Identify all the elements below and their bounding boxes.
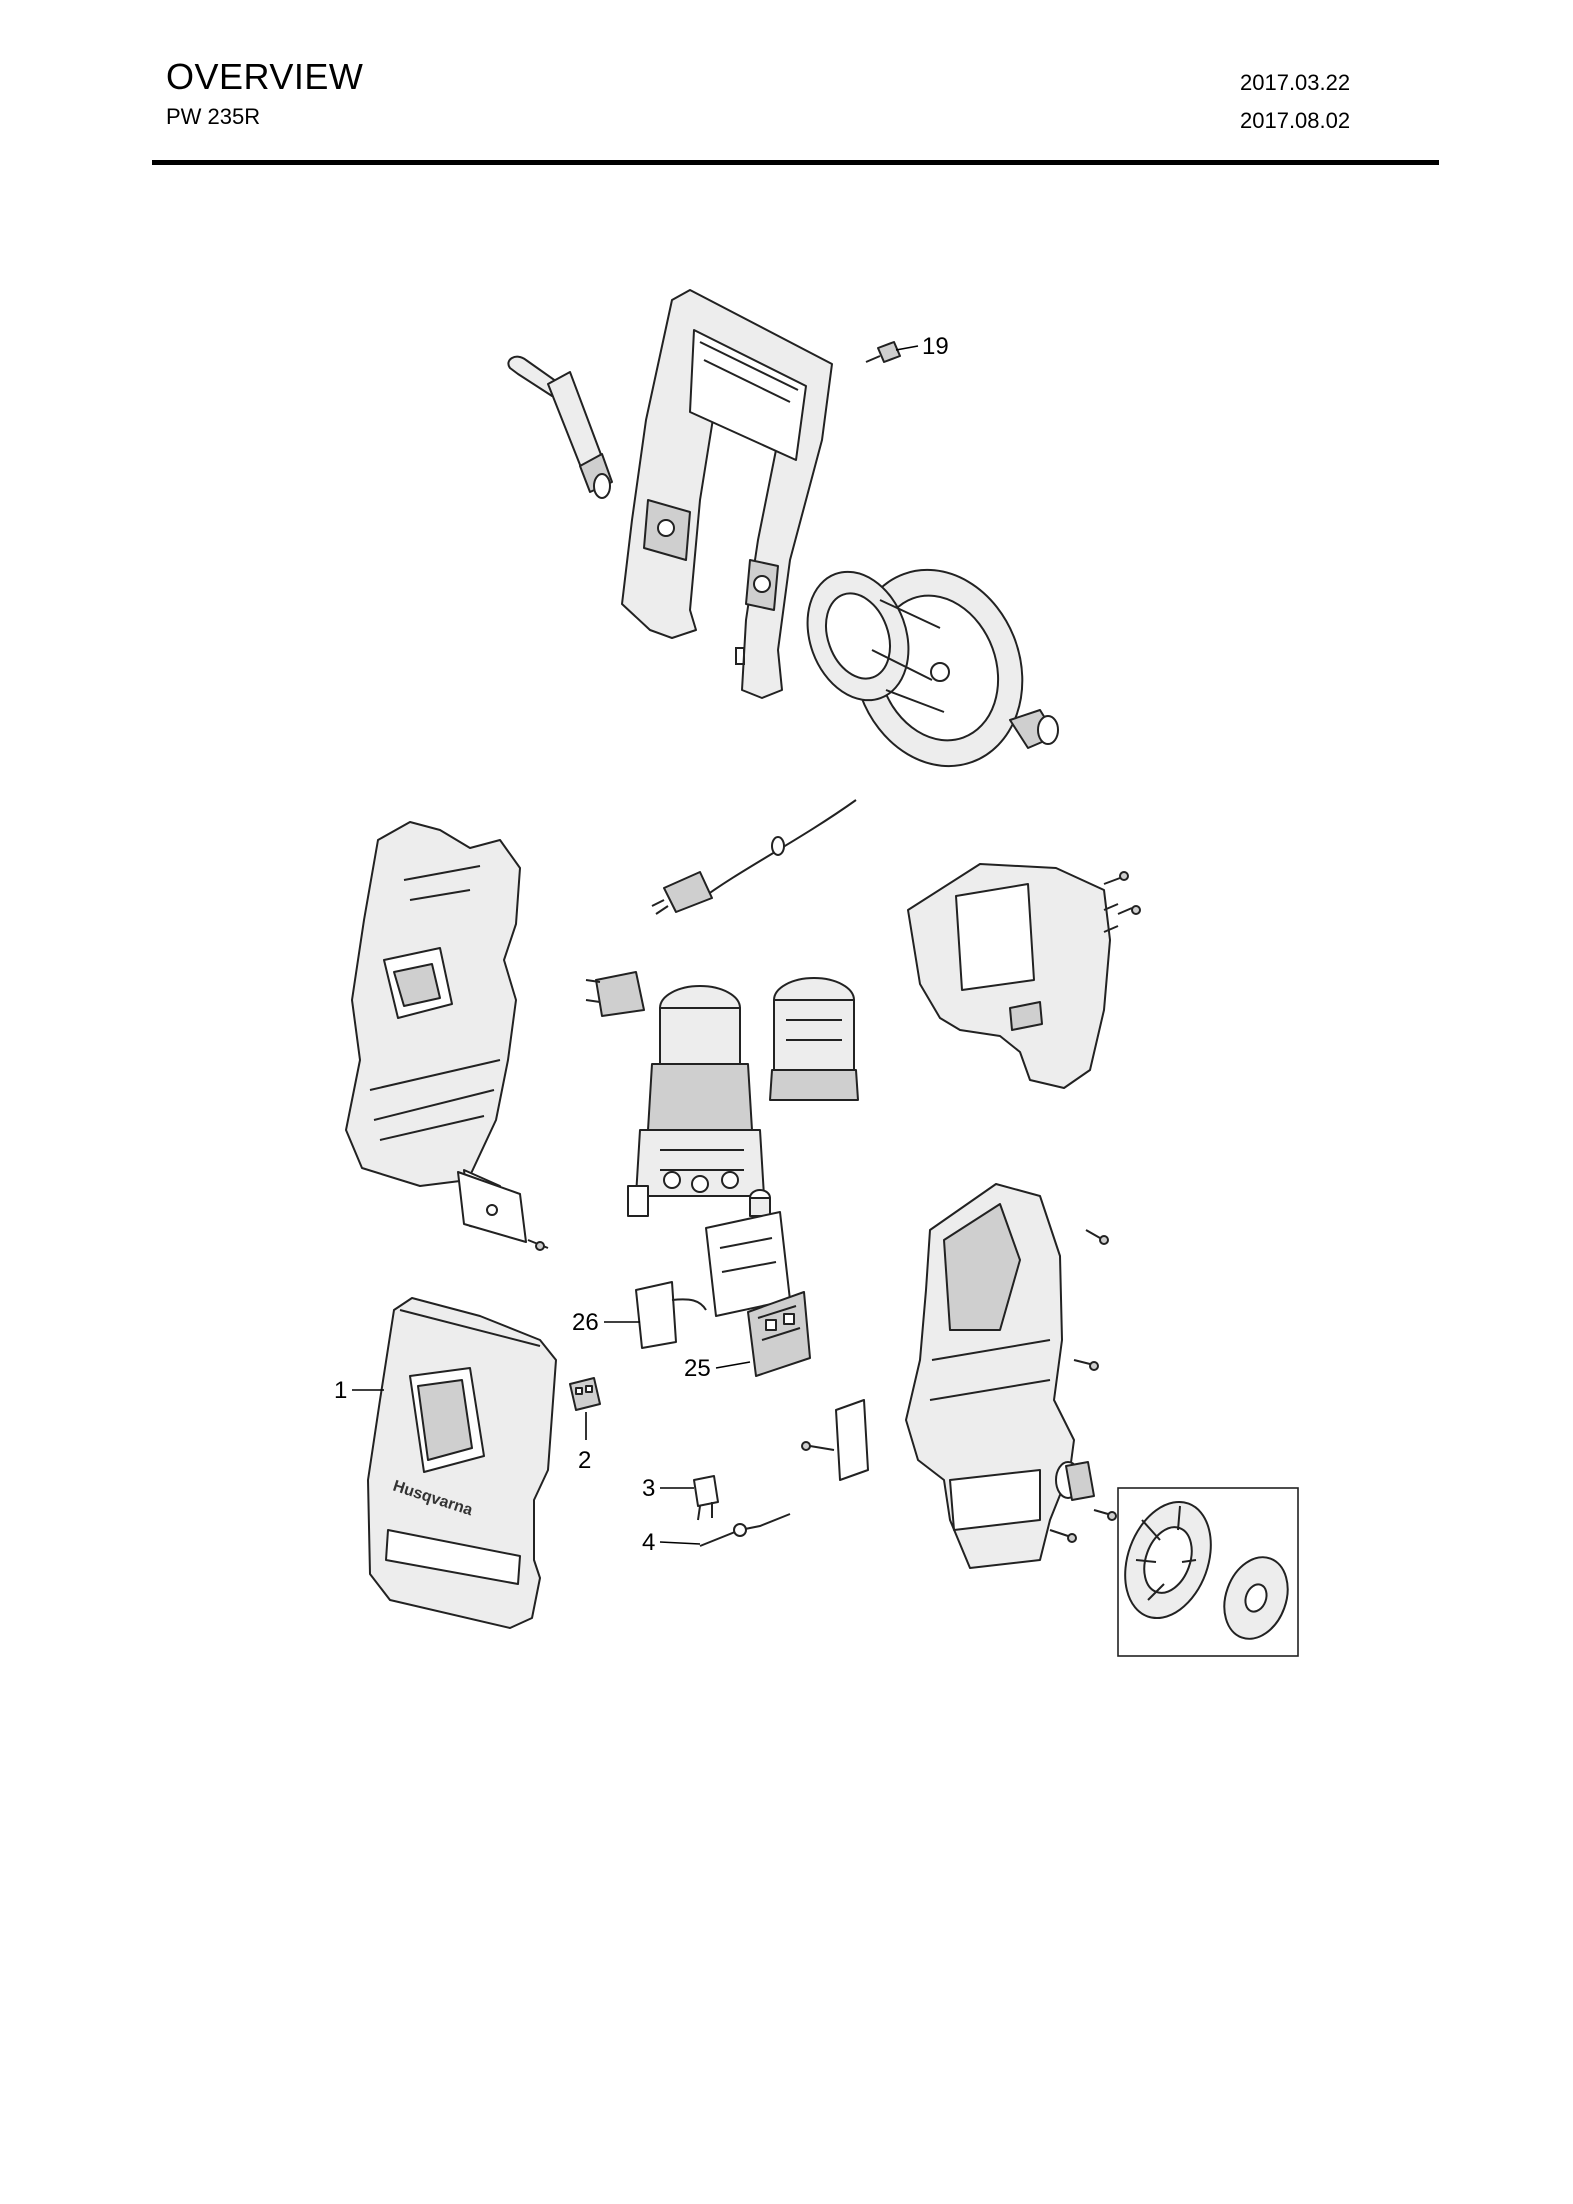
callout-19: 19	[895, 333, 949, 360]
date-revised: 2017.08.02	[1240, 108, 1351, 133]
date-created: 2017.03.22	[1240, 70, 1351, 95]
callout-label-4: 4	[642, 1529, 655, 1556]
callout-26: 26	[572, 1309, 640, 1336]
callout-label-26: 26	[572, 1309, 599, 1336]
power-cord	[651, 799, 857, 915]
hose-reel	[806, 568, 1059, 768]
callout-label-2: 2	[578, 1447, 591, 1474]
part-19-clip	[865, 341, 901, 363]
part-25-pcb-plate	[705, 1211, 811, 1377]
fitting	[749, 1189, 771, 1217]
callout-label-3: 3	[642, 1475, 655, 1502]
part-26-bracket	[635, 1281, 707, 1349]
bracket-plate	[457, 1171, 549, 1251]
callout-label-25: 25	[684, 1355, 711, 1382]
motor-pump-assembly	[585, 971, 765, 1217]
callout-2: 2	[578, 1412, 591, 1474]
callout-label-1: 1	[334, 1377, 347, 1404]
callout-3: 3	[642, 1475, 694, 1502]
callout-4: 4	[642, 1529, 701, 1556]
part-1-front-cover: Husqvarna	[367, 1297, 557, 1629]
part-2-switch	[569, 1377, 601, 1411]
rear-housing	[345, 821, 521, 1231]
handle-frame	[621, 289, 833, 699]
header-divider	[152, 160, 1439, 165]
side-cover	[907, 863, 1141, 1089]
callout-1: 1	[334, 1377, 384, 1404]
callout-25: 25	[684, 1355, 751, 1382]
crank-handle	[507, 355, 613, 499]
motor-unit-2	[769, 977, 859, 1101]
wheel-detail-box	[1117, 1487, 1299, 1657]
callout-label-19: 19	[922, 333, 949, 360]
part-4-spring	[699, 1513, 791, 1547]
main-base-housing	[801, 1183, 1117, 1569]
model-name: PW 235R	[166, 104, 261, 129]
part-3-capacitor	[693, 1475, 719, 1521]
page-title: OVERVIEW	[166, 56, 364, 97]
